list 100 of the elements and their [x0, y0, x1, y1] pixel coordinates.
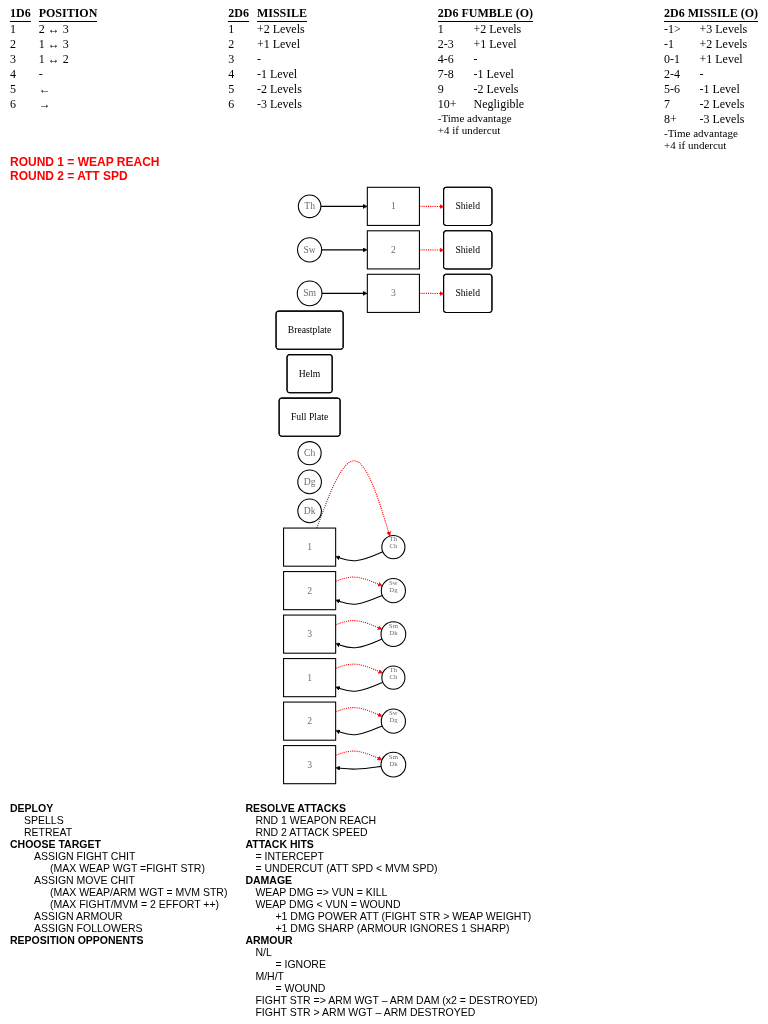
rule-text: SPELLS — [24, 814, 65, 826]
table-cell-text: 2 — [10, 37, 17, 52]
table-cell-text: -1 Level — [699, 82, 741, 97]
note-text: -Time advantage — [663, 127, 739, 139]
table-cell-text: +2 Levels — [256, 22, 306, 37]
node-box: 1 — [283, 527, 337, 567]
table-cell-text: - — [256, 52, 262, 67]
table-cell-text: -2 Levels — [256, 82, 303, 97]
section-heading: RESOLVE ATTACKS — [245, 802, 347, 814]
rule-text: = WOUND — [275, 982, 327, 994]
table-cell-text: +1 Level — [699, 52, 744, 67]
rule-text: WEAP DMG => VUN = KILL — [255, 886, 389, 898]
table-cell-text: 8+ — [663, 112, 678, 127]
note-text: -Time advantage — [437, 112, 513, 124]
table-cell-text: 1 — [228, 22, 236, 37]
section-heading: DEPLOY — [10, 802, 55, 814]
node-box: 1 — [283, 658, 337, 698]
arrow — [335, 707, 383, 717]
table-cell-text: 3 — [10, 52, 17, 67]
note-text: +4 if undercut — [663, 139, 728, 151]
table-header: 2D6 FUMBLE (O) — [437, 6, 534, 22]
arrow — [335, 750, 383, 761]
node-box: 3 — [283, 614, 337, 654]
arrow — [335, 594, 383, 605]
rule-text: ASSIGN FIGHT CHIT — [34, 850, 137, 862]
table-cell-text: - — [38, 67, 44, 82]
node-circle: Sw — [297, 237, 323, 263]
node-box: 1 — [366, 186, 420, 226]
rule-text: (MAX WEAP/ARM WGT = MVM STR) — [50, 886, 228, 898]
table-cell-text: 5 — [10, 82, 17, 97]
arrow — [321, 291, 368, 296]
table-cell-text: 1 — [10, 22, 17, 37]
rule-text: RND 2 ATTACK SPEED — [255, 826, 369, 838]
table-cell-text: 4 — [10, 67, 17, 82]
table-cell-text: -2 Levels — [699, 97, 746, 112]
table-cell-text: 7 — [663, 97, 671, 112]
table-cell-text: 3 — [228, 52, 236, 67]
rule-text: +1 DMG POWER ATT (FIGHT STR > WEAP WEIGHT) — [275, 910, 533, 922]
arrow — [335, 663, 383, 674]
arrow — [335, 681, 384, 692]
rule-text: M/H/T — [255, 970, 285, 982]
arrow — [335, 765, 382, 771]
table-header: 1D6 — [10, 6, 31, 22]
rule-text: ASSIGN FOLLOWERS — [34, 922, 144, 934]
node-circle: Th — [297, 194, 322, 219]
table-cell-text: 4-6 — [437, 52, 455, 67]
node-box: 3 — [366, 273, 420, 313]
table-cell-text: -1> — [663, 22, 682, 37]
section-heading: ARMOUR — [245, 934, 294, 946]
table-cell-text: - — [699, 67, 705, 82]
note-text: ROUND 2 = ATT SPD — [10, 169, 129, 183]
table-cell-text: 1 ↔ 2 — [38, 52, 70, 67]
arrow — [335, 576, 383, 587]
node-circle: Ch — [297, 441, 322, 466]
arrow — [335, 551, 384, 562]
note-text: ROUND 1 = WEAP REACH — [10, 155, 161, 169]
table-cell-text: 1 ↔ 3 — [38, 37, 70, 52]
arrow — [335, 620, 383, 630]
table-cell-text: 6 — [228, 97, 236, 112]
table-cell-text: +2 Levels — [699, 37, 749, 52]
rule-text: = INTERCEPT — [255, 850, 325, 862]
table-cell-text: - — [473, 52, 479, 67]
table-cell-text: -1 Level — [473, 67, 515, 82]
table-cell-text: +2 Levels — [473, 22, 523, 37]
table-cell-text: -3 Levels — [699, 112, 746, 127]
section-heading: ATTACK HITS — [245, 838, 315, 850]
table-header: POSITION — [38, 6, 98, 22]
table-cell-text: +3 Levels — [699, 22, 749, 37]
node-box: 3 — [283, 745, 337, 785]
table-cell-text: -1 Level — [256, 67, 299, 82]
table-cell-text: 2 — [228, 37, 236, 52]
section-heading: DAMAGE — [245, 874, 294, 886]
node-circle: Dg — [297, 469, 322, 495]
table-cell-text: -3 Levels — [256, 97, 303, 112]
section-heading: REPOSITION OPPONENTS — [10, 934, 145, 946]
arrow — [335, 638, 383, 649]
table-header: MISSILE — [256, 6, 307, 22]
table-cell-text: 10+ — [437, 97, 458, 112]
rule-text: FIGHT STR => ARM WGT – ARM DAM (x2 = DESTROYED) — [255, 994, 538, 1006]
table-cell-text: ← — [38, 82, 52, 97]
table-cell-text: 2-3 — [437, 37, 455, 52]
table-cell-text: 9 — [437, 82, 445, 97]
note-text: +4 if undercut — [437, 124, 502, 136]
arrow — [335, 725, 383, 736]
table-cell-text: 5 — [228, 82, 236, 97]
table-cell-text: Negligible — [473, 97, 526, 112]
table-cell-text: +1 Level — [256, 37, 301, 52]
rule-text: +1 DMG SHARP (ARMOUR IGNORES 1 SHARP) — [275, 922, 511, 934]
rule-text: = IGNORE — [275, 958, 327, 970]
table-cell-text: 2-4 — [663, 67, 681, 82]
arrow — [321, 247, 368, 253]
table-cell-text: 1 — [437, 22, 445, 37]
node-box: 2 — [366, 230, 420, 270]
table-header: 2D6 MISSILE (O) — [663, 6, 758, 22]
table-header: 2D6 — [228, 6, 249, 22]
table-cell-text: +1 Level — [473, 37, 518, 52]
table-cell-text: 7-8 — [437, 67, 455, 82]
rule-text: = UNDERCUT (ATT SPD < MVM SPD) — [255, 862, 439, 874]
node-box: 2 — [283, 701, 337, 741]
rule-text: WEAP DMG < VUN = WOUND — [255, 898, 402, 910]
